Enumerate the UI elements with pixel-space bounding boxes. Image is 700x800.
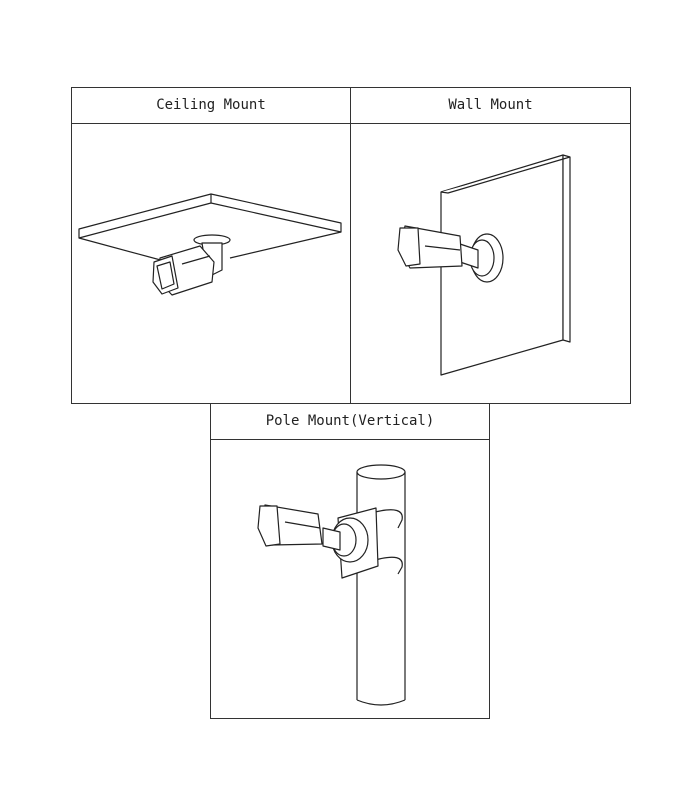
pole-mount-title: Pole Mount(Vertical) xyxy=(210,403,490,440)
pole-mount-illustration xyxy=(257,464,406,706)
ceiling-mount-title: Ceiling Mount xyxy=(71,87,351,124)
wall-mount-title: Wall Mount xyxy=(350,87,631,124)
mount-table-divider xyxy=(350,87,351,404)
wall-mount-illustration xyxy=(397,154,571,376)
ceiling-mount-illustration xyxy=(78,193,342,296)
mount-table-bottom xyxy=(210,403,490,719)
